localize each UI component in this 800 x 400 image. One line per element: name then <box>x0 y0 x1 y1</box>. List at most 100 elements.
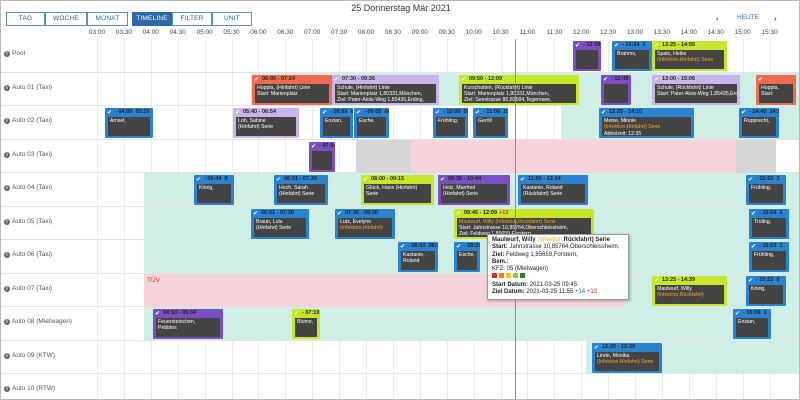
unit-button[interactable]: UNIT <box>212 12 252 26</box>
monat-view-button[interactable]: MONAT <box>87 12 128 26</box>
tag-view-button[interactable]: TAG <box>6 12 45 26</box>
event-time-range: 06:01 - 07:30 <box>261 209 295 216</box>
event-line: Esche, <box>359 118 375 124</box>
time-tick: 13:30 <box>653 29 671 36</box>
today-button[interactable]: HEUTE <box>737 14 760 21</box>
info-icon[interactable]: i <box>4 185 10 191</box>
info-icon[interactable]: i <box>4 51 10 57</box>
event-line: König, <box>199 185 214 191</box>
resource-name: Pool <box>12 50 26 57</box>
timeline-view-button[interactable]: TIMELINE <box>132 12 172 26</box>
booking-event[interactable]: ✔- 07:190Blume, <box>292 309 320 339</box>
tooltip-kfz-label: KFZ: <box>492 266 505 273</box>
event-time-range: - 07:34 <box>319 142 335 149</box>
event-time-range: - 12:49 <box>611 75 629 82</box>
booking-event[interactable]: ✔- 11:0910:20Geröll <box>473 108 508 138</box>
info-icon[interactable]: i <box>4 252 10 258</box>
booking-event[interactable]: ✔Hoppla,Start: <box>756 74 796 105</box>
booking-event[interactable]: ✔- 08:0907:20Enzian, <box>320 108 353 138</box>
info-icon[interactable]: i <box>4 218 10 225</box>
event-time-range: - 09:05 <box>364 109 382 115</box>
info-icon[interactable]: i <box>4 118 10 124</box>
event-body: Glück, Hans (Hinfahrt)Serie <box>364 184 431 203</box>
next-day-button[interactable]: › <box>774 14 777 23</box>
event-line: Lutz, Evelyne <box>340 218 372 225</box>
event-body: Trüling, <box>752 217 786 237</box>
event-body: Holz, Manfred(Hinfahrt) Serie <box>441 184 507 203</box>
check-icon: ✔ <box>400 244 406 250</box>
event-body: Lutz, Evelyne(Infektion,Hinfahrt) <box>338 217 392 237</box>
check-icon: ✔ <box>461 76 467 83</box>
time-tick: 14:00 <box>680 29 697 36</box>
info-icon[interactable]: i <box>4 151 10 158</box>
booking-event[interactable]: ✔- 12:49 <box>601 74 631 105</box>
woche-view-button[interactable]: WOCHE <box>45 12 87 26</box>
info-icon[interactable]: i <box>4 352 10 359</box>
time-tick: 11:00 <box>519 29 536 36</box>
booking-event[interactable]: ✔- 12:29 <box>573 41 601 71</box>
booking-event[interactable]: ✔- 07:34 <box>309 141 335 172</box>
filter-button[interactable]: FILTER <box>172 12 212 26</box>
event-time: 05:40 - 06:54 <box>233 108 299 117</box>
check-icon: ✔ <box>601 110 607 116</box>
info-icon[interactable]: i <box>4 386 10 392</box>
booking-event[interactable]: ✔- 10:0909:20Frühling, <box>433 108 468 138</box>
event-line: Abholzeit: 12:35 <box>604 130 642 136</box>
status-dot <box>492 273 497 279</box>
status-dot <box>513 273 518 279</box>
event-badge: 07:20 <box>350 109 353 115</box>
info-icon[interactable]: i <box>4 285 10 292</box>
event-body: Frühling, <box>436 117 465 136</box>
time-tick: 04:30 <box>169 29 186 36</box>
prev-day-button[interactable]: ‹ <box>716 14 719 23</box>
info-icon[interactable]: i <box>4 319 10 325</box>
check-icon: ✔ <box>311 143 317 150</box>
check-icon: ✔ <box>603 76 609 83</box>
event-body: Amsel, <box>108 117 150 136</box>
event-time-range: - 15:54 <box>759 209 777 216</box>
event-body: Frühling, <box>752 251 786 270</box>
info-icon[interactable]: i <box>4 84 10 91</box>
